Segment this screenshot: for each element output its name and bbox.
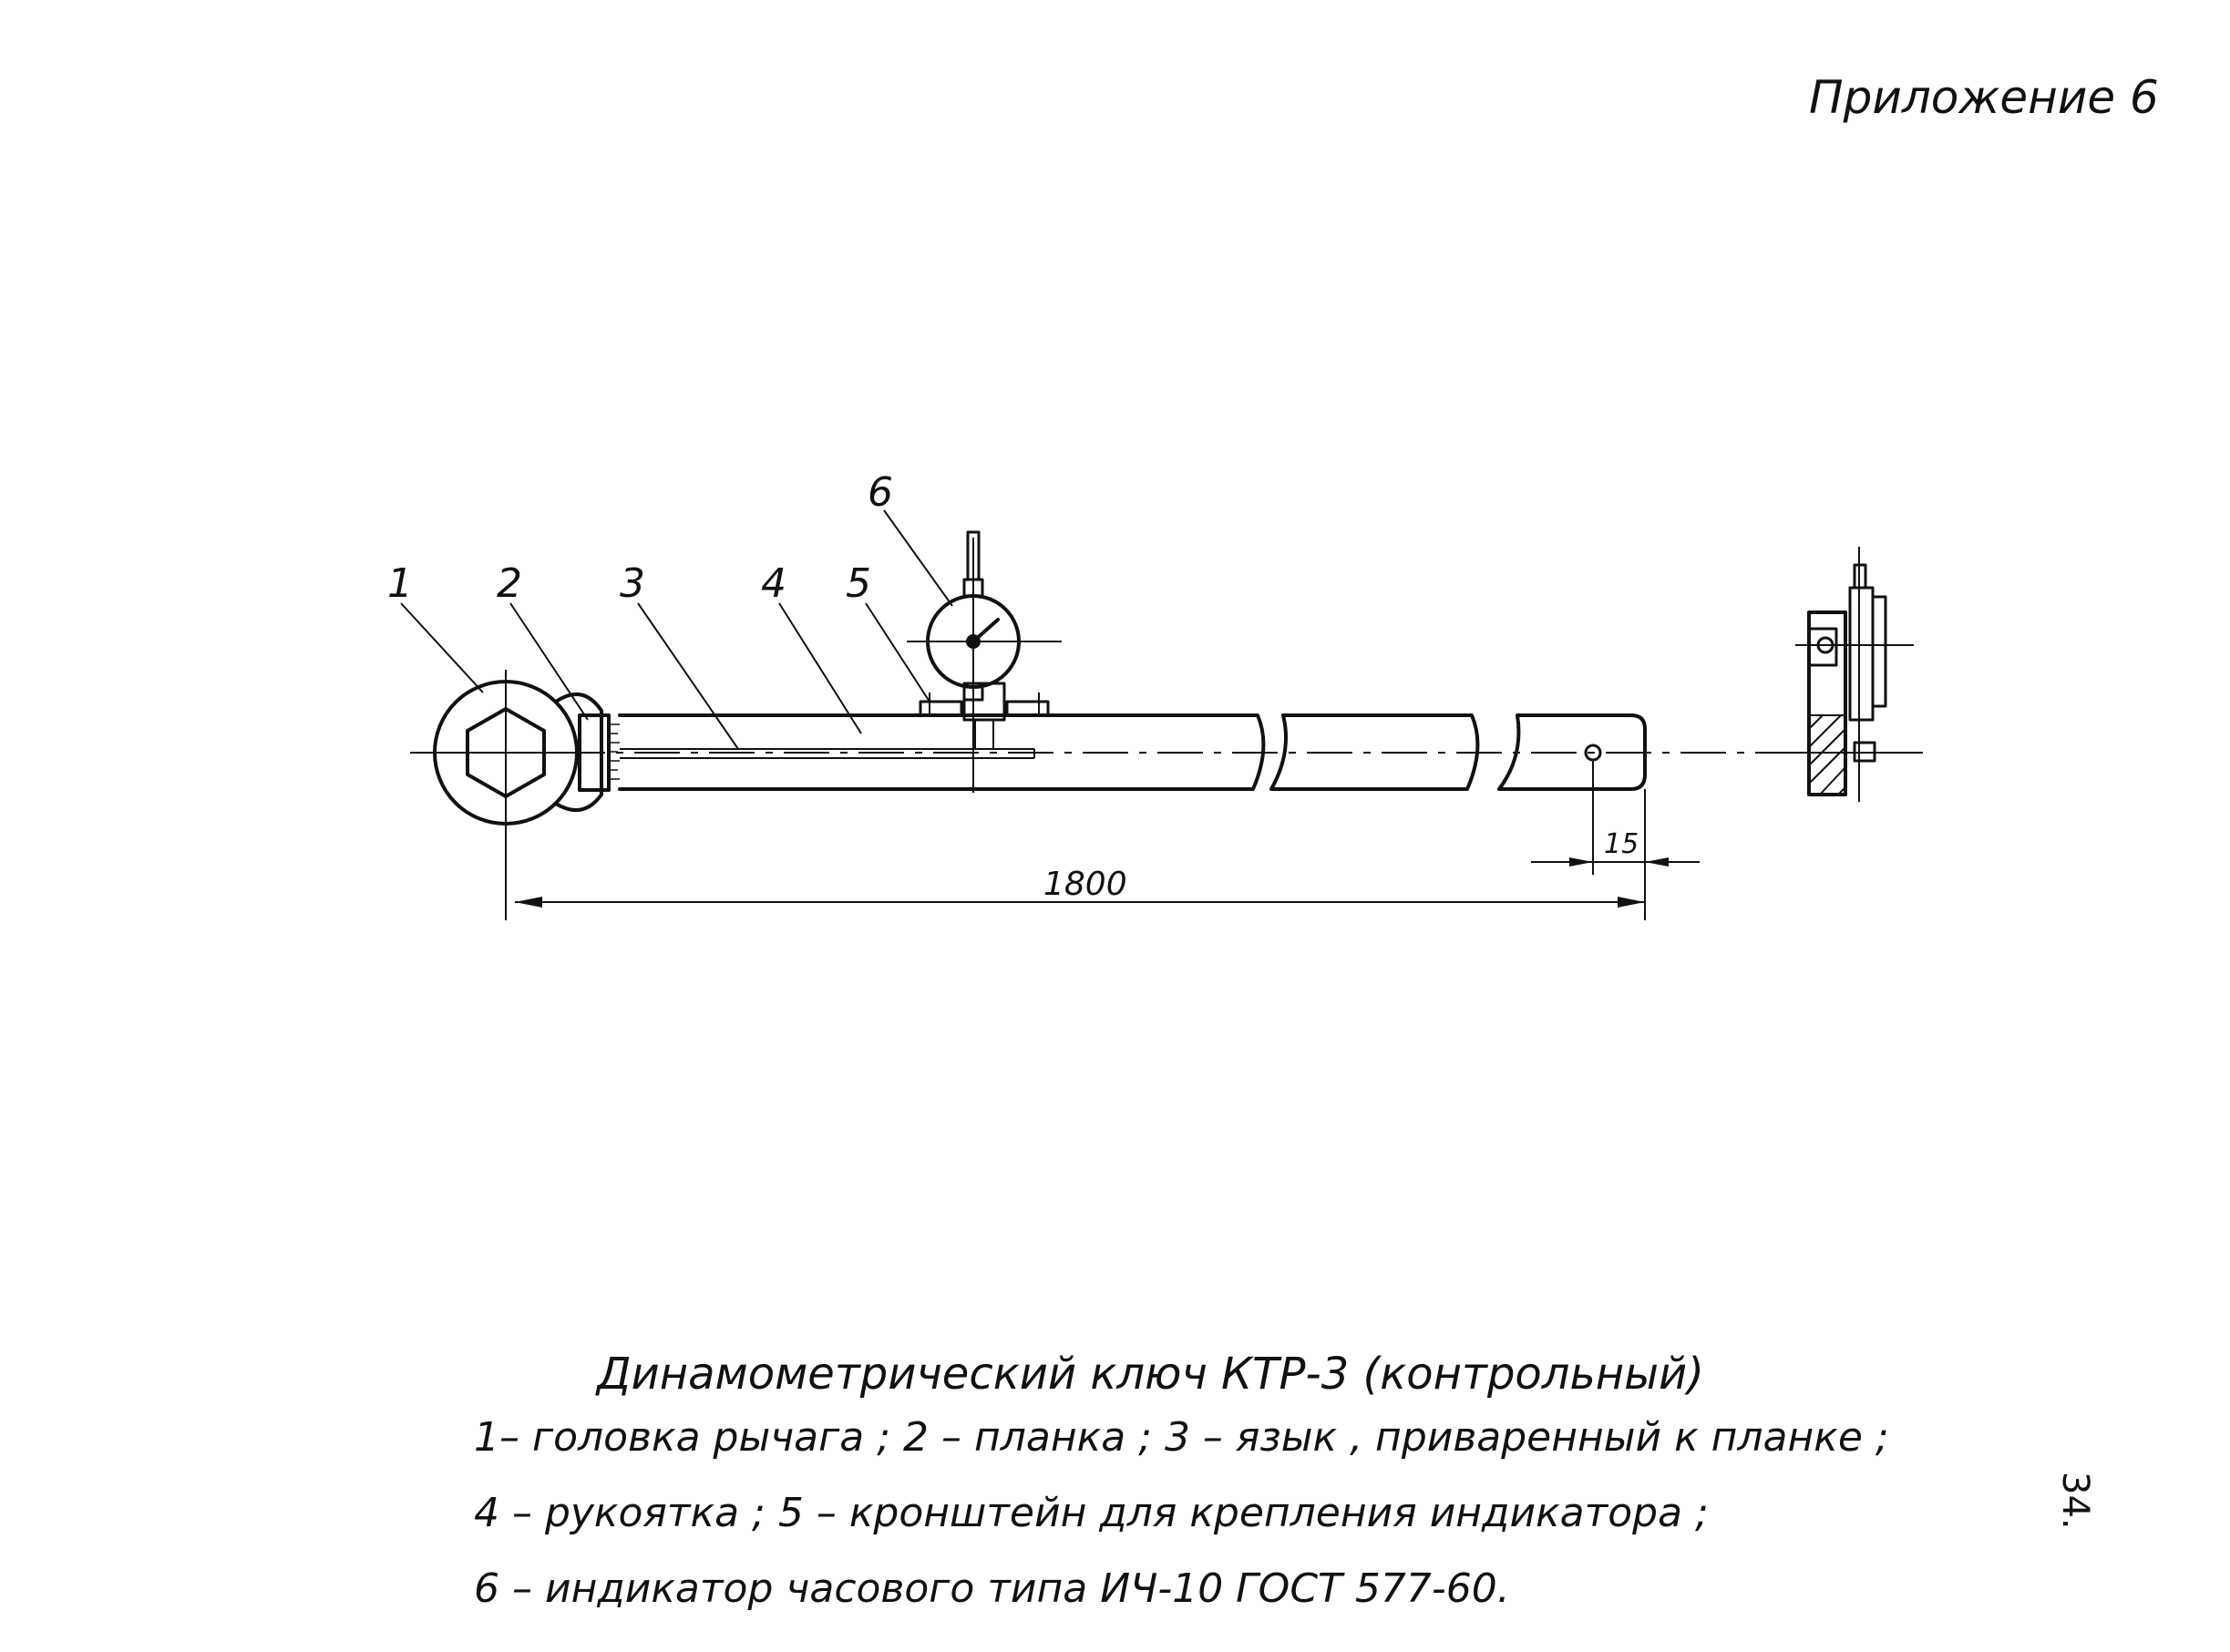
callout-5: 5	[846, 560, 871, 607]
plate	[578, 713, 620, 792]
callout-numbers: 1 2 3 4 5 6	[387, 469, 893, 607]
handle	[618, 713, 1647, 791]
caption-title: Динамометрический ключ КТР-3 (контрольны…	[597, 1349, 1704, 1400]
callout-3: 3	[620, 560, 645, 607]
page-number: 34.	[2054, 1472, 2096, 1530]
dimension-total-length: 1800	[515, 789, 1646, 920]
appendix-label: Приложение 6	[1809, 71, 2159, 124]
dimension-15-label: 15	[1604, 828, 1639, 860]
legend-line-1: 1– головка рычага ; 2 – планка ; 3 – язы…	[474, 1414, 1889, 1461]
dial-indicator	[907, 530, 1062, 793]
callout-1: 1	[387, 560, 413, 607]
tongue	[620, 748, 1035, 759]
legend-line-3: 6 – индикатор часового типа ИЧ-10 ГОСТ 5…	[474, 1565, 1510, 1612]
side-view	[1795, 547, 1914, 802]
callout-2: 2	[497, 560, 522, 607]
dimension-1800-label: 1800	[1043, 866, 1127, 903]
leader-lines	[400, 509, 953, 750]
callout-6: 6	[868, 469, 893, 516]
dimension-hole-offset: 15	[1531, 760, 1700, 875]
lever-head	[428, 670, 603, 920]
callout-4: 4	[761, 560, 786, 607]
legend-line-2: 4 – рукоятка ; 5 – кронштейн для креплен…	[474, 1490, 1709, 1536]
bracket	[919, 682, 1050, 749]
